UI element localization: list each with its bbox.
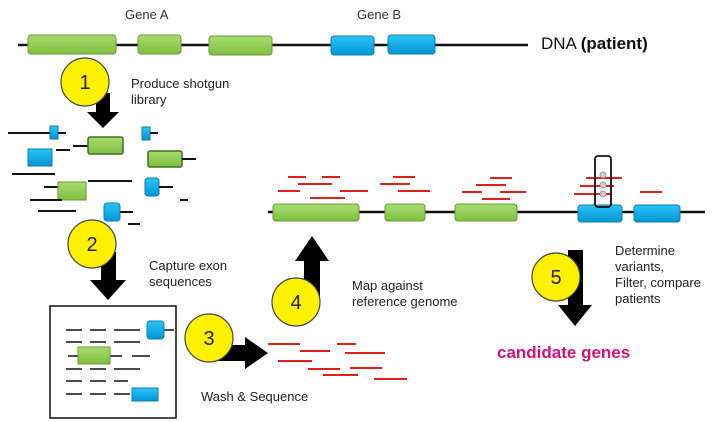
fragment-exon — [141, 126, 151, 141]
step-1-description: Produce shotgun library — [131, 76, 230, 107]
candidate-genes-label: candidate genes — [497, 343, 631, 362]
variant-dot — [599, 181, 607, 189]
step-5-number: 5 — [550, 267, 561, 289]
step-2-description: Capture exon sequences — [149, 258, 228, 289]
reference-exon — [633, 204, 681, 223]
step-1-badge: 1 — [60, 57, 110, 107]
gene-b-exon — [387, 34, 436, 55]
fragment-exon — [57, 181, 87, 201]
variant-dot — [599, 190, 607, 198]
shotgun-library-fragments — [8, 125, 196, 225]
step-4-badge: 4 — [271, 277, 321, 327]
step-3-badge: 3 — [184, 313, 234, 363]
step-4-number: 4 — [290, 292, 301, 314]
step-3-description: Wash & Sequence — [201, 389, 309, 404]
arrow-down — [87, 93, 119, 128]
patient-dna — [18, 34, 528, 56]
fragment-exon — [27, 148, 53, 167]
arrow-up — [295, 236, 329, 302]
step-5-description: Determine variants, Filter, compare pati… — [615, 243, 701, 306]
gene-b-label: Gene B — [357, 7, 402, 22]
fragment-exon — [87, 136, 124, 155]
variant-highlight-box — [594, 155, 612, 208]
gene-a-exon — [27, 34, 117, 55]
reference-exon — [577, 204, 623, 223]
captured-exon — [131, 387, 159, 402]
variant-marker — [594, 155, 612, 208]
gene-a-exon — [137, 34, 182, 55]
sequenced-reads — [268, 343, 407, 380]
gene-a-exon — [208, 35, 273, 56]
step-1-number: 1 — [79, 72, 90, 94]
step-circles: 1 2 3 4 5 — [60, 57, 581, 363]
step-2-badge: 2 — [67, 219, 117, 269]
captured-exon — [146, 320, 165, 340]
mapped-reads — [278, 176, 662, 200]
fragment-exon — [147, 150, 183, 168]
variant-dot — [599, 171, 607, 179]
dna-label: DNA — [541, 34, 576, 53]
reference-exon — [454, 203, 518, 222]
step-2-number: 2 — [86, 234, 97, 256]
arrow-down — [90, 252, 126, 300]
reference-exon — [272, 203, 360, 222]
gene-a-label: Gene A — [125, 7, 169, 22]
reference-exon — [384, 203, 426, 222]
captured-exon — [77, 346, 111, 365]
gene-b-exon — [330, 35, 375, 56]
dna-patient-label: DNA (patient) — [541, 34, 648, 53]
fragment-exon — [49, 125, 59, 140]
step-4-description: Map against reference genome — [352, 278, 458, 309]
step-3-number: 3 — [203, 328, 214, 350]
fragment-exon — [144, 177, 160, 197]
step-5-badge: 5 — [531, 252, 581, 302]
captured-exon-box — [49, 305, 177, 419]
reference-genome — [268, 203, 705, 223]
fragment-exon — [103, 202, 121, 222]
dna-patient-tag: (patient) — [580, 34, 648, 53]
